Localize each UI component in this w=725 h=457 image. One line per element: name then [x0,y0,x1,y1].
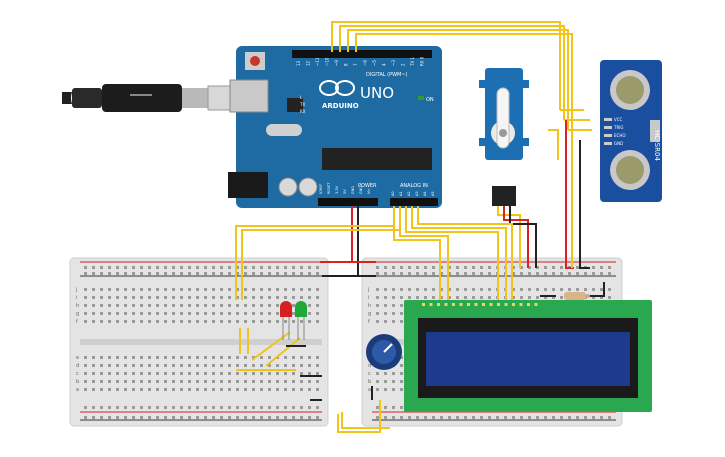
row-letter: g [76,311,79,317]
reset-button[interactable] [250,56,260,66]
digital-pin-label: ~6 [363,60,368,66]
digital-pin-label: 4 [382,63,387,66]
analog-pin-label: A3 [415,191,419,196]
arduino-uno-board: ARDUINO UNO DIGITAL (PWM~) POWER ANALOG … [228,46,442,208]
power-pin-label: GND [351,186,355,194]
power-pin-label: 5V [343,189,347,194]
digital-pin-label: 7 [353,63,358,66]
l-label: L [300,95,303,100]
rx-label: RX [300,109,306,114]
digital-pin-labels: 13 12 ~11 ~10 ~9 8 7 ~6 ~5 4 ~3 2 TX 1 RX 0 [296,56,425,67]
digital-pin-label: 12 [306,60,311,66]
row-letter: c [76,371,79,377]
digital-pin-label: ~3 [391,60,396,66]
row-letter: c [368,371,371,377]
analog-pin-label: A5 [431,191,435,196]
sensor-pin-label: GND [614,141,623,146]
digital-header-label: DIGITAL (PWM~) [366,72,408,78]
row-letter: j [75,287,77,293]
power-pin-labels: IOREF RESET 3.3V 5V GND GND Vin [319,182,371,194]
digital-pin-label: ~9 [334,60,339,66]
arduino-logo-icon [319,80,355,96]
row-letter: h [368,303,371,309]
analog-pin-label: A4 [423,191,427,196]
row-letter: j [367,287,369,293]
digital-pin-label: ~11 [315,57,320,66]
sensor-pin-label: ECHO [614,133,625,138]
row-letter: i [368,295,369,301]
power-pin-label: Vin [367,188,371,194]
row-letter: f [76,319,78,325]
analog-pin-labels: A0 A1 A2 A3 A4 A5 [391,191,435,196]
breadboard-left [69,257,329,427]
digital-pin-label: ~10 [325,57,330,66]
row-letter: b [76,379,79,385]
analog-pin-label: A1 [399,191,403,196]
digital-pin-label: ~5 [372,60,377,66]
power-pin-label: GND [359,186,363,194]
analog-pin-label: A0 [391,191,395,196]
arduino-model: UNO [360,84,394,102]
row-letter: e [76,355,79,361]
arduino-brand: ARDUINO [322,102,359,110]
row-letter: b [368,379,371,385]
power-pin-label: RESET [327,182,331,194]
power-pin-label: IOREF [319,184,323,194]
row-letter: a [368,387,371,393]
analog-header-label: ANALOG IN [400,183,428,189]
analog-pin-label: A2 [407,191,411,196]
green-led [295,301,307,340]
sensor-model: HC-SR04 [653,130,661,161]
digital-pin-label: 13 [296,60,301,66]
row-letter: d [368,363,371,369]
sensor-pin-label: TRIG [613,125,624,130]
row-letter: f [368,319,370,325]
row-letter: i [76,295,77,301]
wires [235,21,605,433]
row-letter: a [76,387,79,393]
power-pin-label: 3.3V [335,185,339,194]
servo-connector [492,186,516,206]
digital-pin-label: 8 [344,63,349,66]
servo-motor [479,68,529,206]
sensor-pin-label: VCC [614,117,623,122]
row-letter: h [76,303,79,309]
lcd-display [404,300,652,412]
tx-label: TX [299,102,305,107]
red-led [280,301,292,340]
potentiometer[interactable] [366,334,402,370]
power-header-label: POWER [358,183,377,189]
resistor [564,292,586,300]
digital-pin-label: 2 [401,63,406,66]
digital-pin-label: TX 1 [410,57,415,67]
row-letter: g [368,311,371,317]
on-label: ON [426,97,434,103]
sensor-pin-labels: VCC TRIG ECHO GND [604,117,625,146]
digital-pin-label: RX 0 [420,56,425,66]
usb-cable [62,84,241,112]
row-letter: d [76,363,79,369]
hc-sr04-ultrasonic-sensor: HC-SR04 VCC TRIG ECHO GND [600,60,662,202]
